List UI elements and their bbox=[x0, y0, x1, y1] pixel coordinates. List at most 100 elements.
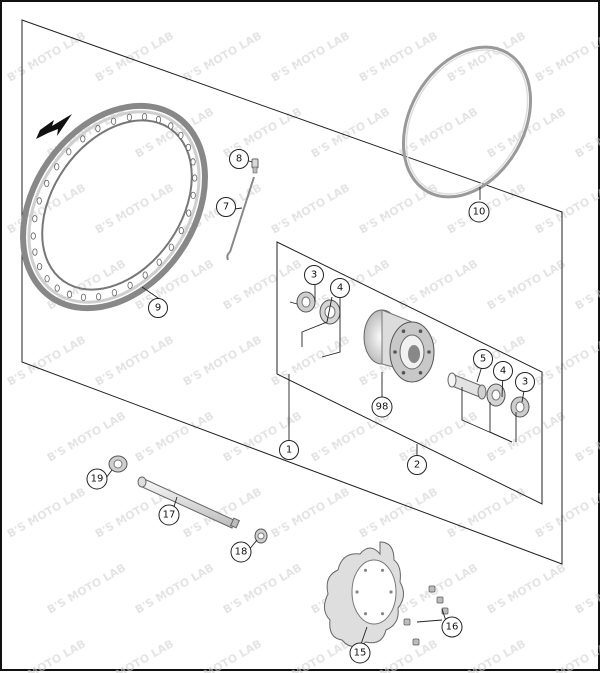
watermark-text: B'S MOTO LAB bbox=[221, 257, 304, 312]
spacer-sleeve-part bbox=[447, 372, 487, 400]
hub-bolt-hole bbox=[418, 329, 423, 334]
watermark-text: B'S MOTO LAB bbox=[397, 257, 480, 312]
disc-bolt-hole bbox=[389, 590, 393, 594]
svg-text:17: 17 bbox=[163, 510, 176, 521]
hub-bolt-hole bbox=[401, 371, 406, 375]
spoke-hole bbox=[178, 227, 184, 235]
svg-text:2: 2 bbox=[414, 460, 420, 471]
callout-1: 1 bbox=[279, 440, 299, 460]
disc-screw bbox=[436, 596, 444, 604]
watermark-text: B'S MOTO LAB bbox=[485, 257, 568, 312]
watermark-text: B'S MOTO LAB bbox=[485, 561, 568, 616]
svg-text:19: 19 bbox=[91, 474, 104, 485]
spoke-hole bbox=[155, 116, 162, 124]
watermark-text: B'S MOTO LAB bbox=[357, 29, 440, 84]
callout-layer: 1 2 3 3 4 4 5 7 8 9 10 15 16 17 18 19 98 bbox=[86, 149, 535, 664]
svg-text:98: 98 bbox=[376, 402, 389, 413]
callout-98: 98 bbox=[371, 396, 393, 418]
spoke-hole bbox=[168, 122, 174, 130]
callout-10: 10 bbox=[468, 201, 490, 223]
spoke-hole bbox=[156, 258, 162, 266]
spoke-hole bbox=[32, 248, 38, 256]
spoke-hole bbox=[44, 179, 50, 187]
svg-text:16: 16 bbox=[446, 622, 459, 633]
watermark-text: B'S MOTO LAB bbox=[133, 409, 216, 464]
watermark-text: B'S MOTO LAB bbox=[309, 257, 392, 312]
axle-nut-part bbox=[254, 528, 268, 544]
seal-right-part bbox=[510, 396, 530, 418]
watermark-text: B'S MOTO LAB bbox=[133, 561, 216, 616]
spoke-hole bbox=[178, 131, 184, 139]
watermark-text: B'S MOTO LAB bbox=[221, 561, 304, 616]
spoke-part bbox=[226, 176, 255, 261]
callout-17: 17 bbox=[158, 504, 180, 526]
callout-8: 8 bbox=[229, 149, 249, 169]
spoke-hole bbox=[190, 191, 196, 199]
brake-disc-bolt-holes bbox=[355, 568, 393, 616]
watermark-text: B'S MOTO LAB bbox=[485, 409, 568, 464]
wheel-hub-part bbox=[363, 309, 435, 383]
callout-4-left: 4 bbox=[330, 278, 350, 298]
watermark-text: B'S MOTO LAB bbox=[573, 409, 600, 464]
leader-lines bbox=[105, 158, 526, 648]
watermark-text: B'S MOTO LAB bbox=[445, 637, 528, 673]
watermark-text: B'S MOTO LAB bbox=[533, 637, 600, 673]
watermark-text: B'S MOTO LAB bbox=[397, 409, 480, 464]
hub-bolt-hole bbox=[427, 350, 431, 354]
callout-3-right: 3 bbox=[515, 372, 535, 392]
callout-7: 7 bbox=[216, 197, 236, 217]
watermark-text: B'S MOTO LAB bbox=[357, 181, 440, 236]
watermark-text: B'S MOTO LAB bbox=[5, 637, 88, 673]
bearing-right-part bbox=[486, 383, 506, 407]
callout-4-right: 4 bbox=[493, 361, 513, 381]
spoke-hole bbox=[126, 113, 133, 121]
svg-text:4: 4 bbox=[337, 283, 343, 294]
spoke-hole bbox=[54, 284, 60, 292]
spoke-hole bbox=[141, 113, 148, 121]
spoke-hole bbox=[186, 209, 192, 217]
spoke-hole bbox=[111, 289, 118, 297]
watermark-text: B'S MOTO LAB bbox=[269, 485, 352, 540]
spoke-hole bbox=[66, 148, 72, 156]
watermark-text: B'S MOTO LAB bbox=[181, 485, 264, 540]
watermark-text: B'S MOTO LAB bbox=[93, 29, 176, 84]
watermark-text: B'S MOTO LAB bbox=[533, 181, 600, 236]
watermark-text: B'S MOTO LAB bbox=[5, 485, 88, 540]
spoke-hole bbox=[127, 281, 133, 289]
spoke-hole bbox=[96, 293, 102, 301]
spoke-hole bbox=[95, 125, 101, 133]
watermark-text: B'S MOTO LAB bbox=[573, 105, 600, 160]
axle-part bbox=[137, 476, 241, 529]
svg-text:3: 3 bbox=[311, 270, 317, 281]
watermark-text: B'S MOTO LAB bbox=[93, 637, 176, 673]
watermark-text: B'S MOTO LAB bbox=[357, 485, 440, 540]
spoke-nipple-part bbox=[251, 158, 259, 174]
watermark-text: B'S MOTO LAB bbox=[93, 181, 176, 236]
svg-text:9: 9 bbox=[155, 303, 161, 314]
watermark-text: B'S MOTO LAB bbox=[45, 561, 128, 616]
disc-screw bbox=[412, 638, 420, 646]
svg-text:15: 15 bbox=[354, 648, 367, 659]
callout-19: 19 bbox=[86, 468, 108, 490]
bearing-left-part bbox=[296, 291, 316, 313]
brake-disc-screws-part bbox=[403, 585, 449, 646]
svg-text:5: 5 bbox=[480, 354, 486, 365]
disc-bolt-hole bbox=[363, 568, 368, 572]
watermark-text: B'S MOTO LAB bbox=[5, 29, 88, 84]
callout-18: 18 bbox=[230, 541, 252, 563]
disc-bolt-hole bbox=[380, 568, 385, 572]
watermark-text: B'S MOTO LAB bbox=[573, 257, 600, 312]
watermark-text: B'S MOTO LAB bbox=[533, 485, 600, 540]
watermark-text: B'S MOTO LAB bbox=[5, 181, 88, 236]
watermark-text: B'S MOTO LAB bbox=[5, 333, 88, 388]
spoke-hole bbox=[36, 262, 43, 271]
watermark-text: B'S MOTO LAB bbox=[269, 637, 352, 673]
brake-disc-part bbox=[324, 541, 404, 647]
disc-screw bbox=[403, 618, 411, 626]
disc-bolt-hole bbox=[363, 612, 368, 616]
spoke-hole bbox=[54, 163, 60, 171]
callout-15: 15 bbox=[349, 642, 371, 664]
callout-16: 16 bbox=[441, 616, 463, 638]
watermark-text: B'S MOTO LAB bbox=[181, 637, 264, 673]
